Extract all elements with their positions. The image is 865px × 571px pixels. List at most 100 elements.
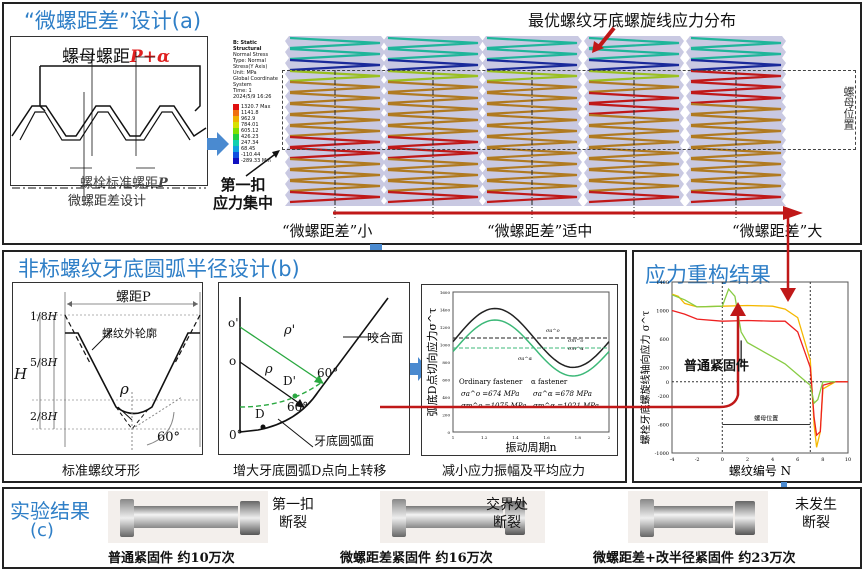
bolt-pitch-symbol: P xyxy=(158,176,168,191)
x-tick-label: 1.4 xyxy=(512,435,519,440)
result-line2: 断裂 xyxy=(802,515,830,531)
helix-turn xyxy=(387,190,479,204)
helix-turn xyxy=(387,69,479,83)
legend-value: 1320.7 Max xyxy=(241,104,271,110)
helix-turn xyxy=(289,102,381,116)
stress-concentration-line2: 应力集中 xyxy=(213,194,274,212)
helix-turn xyxy=(486,135,578,149)
legend-swatch xyxy=(233,110,239,116)
x-tick-label: 1.6 xyxy=(543,435,550,440)
helix-turn xyxy=(588,168,680,182)
fraction-2-8: 2/8 xyxy=(30,410,48,423)
helix-turn xyxy=(588,91,680,105)
helix-turn xyxy=(690,80,782,94)
y-axis-label: 螺栓牙底螺旋线轴向应力 σ^τ xyxy=(639,310,652,444)
helix-turn xyxy=(588,190,680,204)
y-tick-label: 600 xyxy=(659,337,669,343)
helix-turn xyxy=(588,113,680,127)
y-tick-label: 0 xyxy=(666,380,669,386)
angle-60-label: 60° xyxy=(157,430,181,445)
optimal-pointer-arrow xyxy=(592,26,616,53)
fraction-5-8-label: 5/8H xyxy=(30,356,57,369)
helix-turn xyxy=(588,36,680,50)
x-axis-label: 螺纹编号 N xyxy=(729,463,791,478)
h-symbol: H xyxy=(47,310,58,323)
mesh-face-label: 咬合面 xyxy=(367,331,404,345)
legend-entry: 962.9 xyxy=(233,116,283,122)
standard-thread-profile xyxy=(32,292,201,452)
result-line1: 未发生 xyxy=(795,497,837,513)
helix-turn xyxy=(690,124,782,138)
result-line2: 断裂 xyxy=(493,515,521,531)
legend-swatch xyxy=(233,128,239,134)
helix-turn xyxy=(690,36,782,50)
fraction-5-8: 5/8 xyxy=(30,356,48,369)
helix-stress-distributions xyxy=(285,36,786,220)
helix-column xyxy=(584,36,684,220)
legend-line: Global Coordinate System xyxy=(233,76,278,88)
legend-entry: -110.44 xyxy=(233,152,283,158)
bolt-pitch-label: 螺栓标准螺距P xyxy=(80,172,168,191)
y-tick-label: 1600 xyxy=(440,290,451,295)
nut-position-box xyxy=(282,70,856,150)
thread-pitch-diagram xyxy=(11,52,207,206)
x-tick-label: 2 xyxy=(608,435,611,440)
series-line xyxy=(452,307,610,369)
helix-turn xyxy=(387,157,479,171)
helix-turn xyxy=(690,113,782,127)
helix-turn xyxy=(486,190,578,204)
result-line1: 交界处 xyxy=(486,497,528,513)
helix-turn xyxy=(486,47,578,61)
helix-column xyxy=(383,36,483,220)
chart-annotation: Ordinary fastener xyxy=(459,378,523,386)
legend-line: Normal Stress xyxy=(233,52,269,58)
bolt-head xyxy=(640,499,654,537)
chart-annotation: σa^o =674 MPa xyxy=(461,390,519,398)
bolt-nut xyxy=(240,501,260,535)
series-line-ordinary xyxy=(671,287,836,405)
helix-turn xyxy=(486,58,578,72)
legend-swatch xyxy=(233,134,239,140)
x-tick-label: 8 xyxy=(821,457,824,463)
legend-value: 68.45 xyxy=(241,146,256,152)
legend-entry: 784.01 xyxy=(233,122,283,128)
legend-swatch xyxy=(233,116,239,122)
amplitude-caption: 减小应力振幅及平均应力 xyxy=(442,464,586,479)
helix-turn xyxy=(690,190,782,204)
scale-label-small: “微螺距差”小 xyxy=(282,222,373,240)
helix-turn xyxy=(588,157,680,171)
x-tick-label: 10 xyxy=(845,457,851,463)
h-symbol: H xyxy=(47,410,58,423)
legend-line: Time: 1 xyxy=(233,88,252,94)
root-arc-transfer-diagram xyxy=(239,297,389,448)
x-axis-label: 振动周期n xyxy=(505,440,556,454)
helix-turn xyxy=(690,69,782,83)
bolt-photo xyxy=(108,491,268,543)
helix-turn xyxy=(387,58,479,72)
fastener-caption: 微螺距差+改半径紧固件 约23万次 xyxy=(593,551,796,566)
helix-turn xyxy=(690,157,782,171)
thread-diagram-box xyxy=(10,36,208,186)
result-line2: 断裂 xyxy=(279,515,307,531)
chart-annotation: σa^α xyxy=(518,355,533,362)
result-line1: 第一扣 xyxy=(272,497,314,513)
helix-turn xyxy=(486,168,578,182)
legend-value: 962.9 xyxy=(241,116,256,122)
o-prime-label: o' xyxy=(228,316,239,330)
legend-swatch xyxy=(233,122,239,128)
legend-swatch xyxy=(233,140,239,146)
helix-turn xyxy=(588,69,680,83)
plot-frame xyxy=(452,291,610,433)
legend-entry: 1320.7 Max xyxy=(233,104,283,110)
bolt-nut xyxy=(735,501,755,535)
legend-value: 247.34 xyxy=(241,140,259,146)
blue-arrow-right xyxy=(207,132,229,156)
helix-turn xyxy=(486,157,578,171)
stress-concentration-arrow xyxy=(245,150,280,177)
red-connector-arrow xyxy=(380,210,796,409)
thread-outline-label: 螺纹外轮廓 xyxy=(102,327,157,340)
legend-swatch xyxy=(233,152,239,158)
y-tick-label: 200 xyxy=(442,413,450,418)
helix-turn xyxy=(690,179,782,193)
